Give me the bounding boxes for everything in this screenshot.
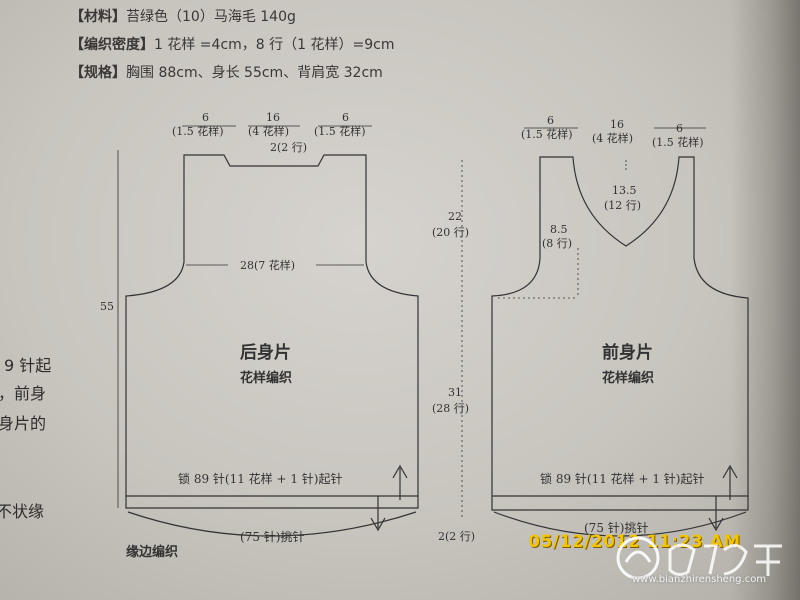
back-top-mid-unit: (4 花样) — [248, 124, 289, 138]
back-total-length: 55 — [100, 300, 114, 313]
side-text-2: ，前身 — [0, 384, 47, 403]
back-top-left-num: 6 — [202, 111, 209, 124]
front-cast-on: 锁 89 针(11 花样 + 1 针)起针 — [540, 471, 704, 486]
side-text-3: 身片的 — [0, 414, 47, 433]
spec-material: 【材料】苔绿色（10）马海毛 140g — [70, 6, 296, 26]
front-knit-down-arrow — [708, 496, 724, 532]
spec-gauge-value: 1 花样 =4cm，8 行（1 花样）=9cm — [154, 37, 395, 53]
watermark-site: www.bianzhirensheng.com — [632, 574, 767, 585]
front-pickup-arc — [493, 511, 747, 537]
front-top-left-num: 6 — [547, 114, 554, 127]
front-hem-depth: 2(2 行) — [438, 530, 475, 543]
front-top-left-unit: (1.5 花样) — [521, 127, 573, 141]
watermark-logo-icon — [616, 536, 782, 580]
back-top-right-unit: (1.5 花样) — [314, 124, 366, 138]
front-neck-width-num: 13.5 — [612, 184, 637, 197]
spec-material-value: 苔绿色（10）马海毛 140g — [126, 9, 296, 25]
spec-gauge-key: 【编织密度】 — [70, 37, 154, 53]
spec-size-key: 【规格】 — [70, 65, 126, 81]
back-knit-up-arrow — [392, 464, 408, 500]
spec-size-value: 胸围 88cm、身长 55cm、背肩宽 32cm — [126, 65, 383, 81]
front-edge-band — [491, 496, 749, 511]
back-top-mid-num: 16 — [266, 111, 280, 124]
front-pick-up: (75 针)挑针 — [584, 520, 648, 535]
front-armhole-unit: (20 行) — [432, 226, 469, 239]
front-neck-side-unit: (8 行) — [542, 237, 572, 250]
front-piece-subtitle: 花样编织 — [602, 370, 654, 386]
spec-material-key: 【材料】 — [70, 9, 126, 25]
front-body-num: 31 — [448, 386, 462, 399]
front-knit-up-arrow — [722, 464, 738, 500]
back-top-left-unit: (1.5 花样) — [172, 124, 224, 138]
back-top-right-num: 6 — [342, 111, 349, 124]
back-pick-up: (75 针)挑针 — [240, 529, 304, 544]
back-knit-down-arrow — [370, 496, 386, 532]
back-piece-subtitle: 花样编织 — [240, 370, 292, 386]
front-piece-title: 前身片 — [602, 342, 653, 363]
side-text-4: 不状缘 — [0, 502, 45, 521]
side-text-1: 9 针起 — [4, 356, 52, 375]
front-neck-width-unit: (12 行) — [604, 199, 641, 212]
back-chest-width: 28(7 花样) — [240, 258, 295, 272]
back-edge-label: 缘边编织 — [126, 544, 178, 560]
back-cast-on: 锁 89 针(11 花样 + 1 针)起针 — [178, 471, 342, 486]
front-piece-outline — [491, 156, 749, 497]
front-armhole-num: 22 — [448, 210, 462, 223]
front-top-right-num: 6 — [676, 122, 683, 135]
back-neck-depth: 2(2 行) — [270, 141, 307, 154]
spec-gauge: 【编织密度】1 花样 =4cm，8 行（1 花样）=9cm — [70, 34, 394, 54]
front-body-unit: (28 行) — [432, 402, 469, 415]
spec-size: 【规格】胸围 88cm、身长 55cm、背肩宽 32cm — [70, 62, 383, 82]
front-top-right-unit: (1.5 花样) — [652, 135, 704, 149]
front-neck-side-num: 8.5 — [550, 223, 568, 236]
front-top-mid-unit: (4 花样) — [592, 131, 633, 145]
back-edge-band — [125, 496, 419, 509]
book-spine-shadow — [730, 0, 800, 600]
front-top-mid-num: 16 — [610, 118, 624, 131]
back-piece-outline — [125, 154, 419, 497]
back-piece-title: 后身片 — [240, 342, 291, 363]
